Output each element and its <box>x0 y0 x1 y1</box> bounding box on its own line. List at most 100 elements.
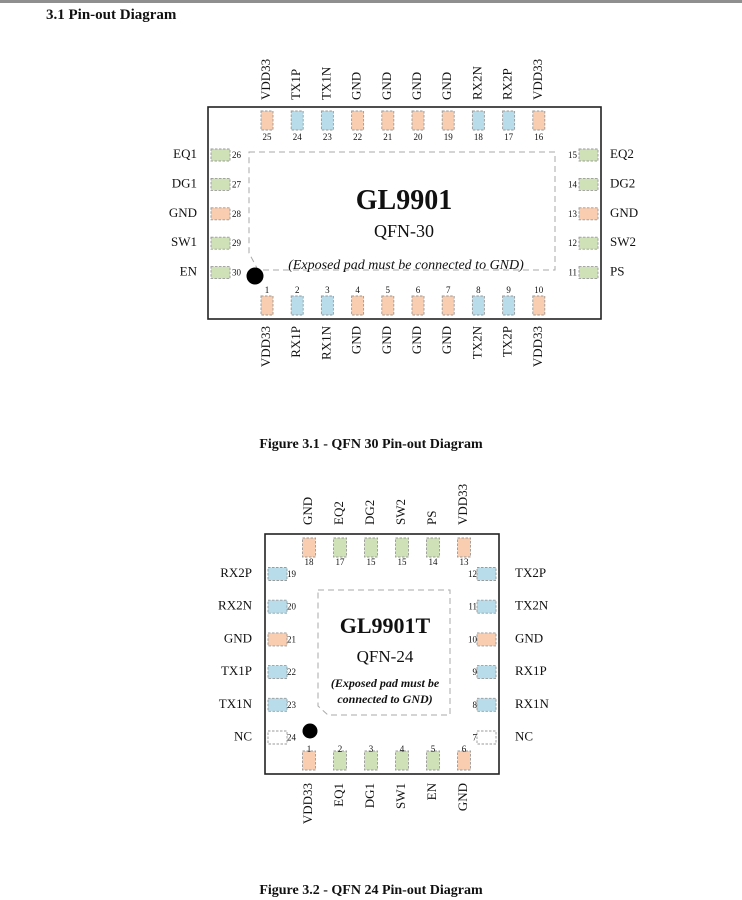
qfn24-pin-17-pad <box>333 537 347 558</box>
qfn30-pin-20-gnd-num: 20 <box>414 132 424 142</box>
qfn24-pin-2-eq1-name: EQ1 <box>331 783 346 807</box>
qfn24-pin-7-pad <box>476 730 497 745</box>
qfn30-pin-14-dg2-name: DG2 <box>610 175 635 190</box>
qfn24-pin-1-vdd33-num: 1 <box>307 744 312 754</box>
qfn24-pin-18-gnd-name: GND <box>300 497 315 525</box>
qfn30-pin-7-pad <box>441 295 455 316</box>
qfn24-pin-8-rx1n-name: RX1N <box>515 696 550 711</box>
qfn30-pin-16-vdd33-name: VDD33 <box>530 59 545 100</box>
qfn30-pin-26-eq1-num: 26 <box>232 150 242 160</box>
qfn24-pin-15-pad <box>364 537 378 558</box>
qfn24-pin-24-nc-num: 24 <box>287 733 297 743</box>
qfn24-pin-5-en-name: EN <box>424 782 439 800</box>
qfn24-chip-name: GL9901T <box>340 613 431 638</box>
qfn30-pin-28-gnd-name: GND <box>169 205 197 220</box>
qfn24-exposed-pad <box>317 589 451 716</box>
qfn24-pin-10-gnd-num: 10 <box>468 634 478 644</box>
qfn30-pin-11-pad <box>578 266 599 280</box>
qfn30-pin-15-eq2-name: EQ2 <box>610 146 634 161</box>
qfn24-pin-15-dg2-name: DG2 <box>362 500 377 525</box>
qfn24-pin-19-pad <box>267 567 288 581</box>
qfn24-pin-3-pad <box>364 750 378 771</box>
qfn30-pin-11-ps-num: 11 <box>568 268 577 278</box>
qfn24-pin-18-pad <box>302 537 316 558</box>
qfn30-pin-8-pad <box>471 295 485 316</box>
qfn24-pin-9-rx1p-num: 9 <box>473 667 478 677</box>
qfn30-pin-22-gnd-name: GND <box>349 72 364 100</box>
qfn30-pin-15-eq2-num: 15 <box>568 150 578 160</box>
qfn24-pin-3-dg1-name: DG1 <box>362 783 377 808</box>
qfn30-pin-24-tx1p-num: 24 <box>293 132 303 142</box>
qfn30-pin-25-vdd33-name: VDD33 <box>258 59 273 100</box>
qfn24-pin1-marker <box>302 723 318 739</box>
qfn30-pin-23-tx1n-num: 23 <box>323 132 333 142</box>
top-rule <box>0 0 742 3</box>
qfn30-pin-16-vdd33-num: 16 <box>534 132 544 142</box>
qfn30-pin1-marker <box>246 267 264 285</box>
qfn24-pin-8-pad <box>476 697 497 712</box>
qfn24-pins: 18GND17EQ215DG215SW214PS13VDD331VDD332EQ… <box>218 484 550 824</box>
qfn24-pin-5-en-num: 5 <box>431 744 436 754</box>
qfn24-pin-24-pad <box>267 730 288 745</box>
qfn24-note-line1: (Exposed pad must be <box>331 676 440 690</box>
section-title: 3.1 Pin-out Diagram <box>46 7 177 23</box>
qfn24-pin-6-pad <box>457 750 471 771</box>
qfn30-pin-22-pad <box>351 110 365 131</box>
qfn24-pin-4-sw1-name: SW1 <box>393 783 408 809</box>
qfn24-pin-2-pad <box>333 750 347 771</box>
qfn30-pin-12-pad <box>578 236 599 250</box>
qfn24-pin-18-gnd-num: 18 <box>305 557 315 567</box>
qfn30-pin-22-gnd-num: 22 <box>353 132 362 142</box>
qfn30-pin-30-en-num: 30 <box>232 268 242 278</box>
qfn24-pin-22-tx1p-name: TX1P <box>221 663 252 678</box>
figure-3-2-caption: Figure 3.2 - QFN 24 Pin-out Diagram <box>259 883 483 898</box>
qfn30-pin-20-gnd-name: GND <box>409 72 424 100</box>
qfn30-pin-25-pad <box>260 110 274 131</box>
qfn30-pin-21-pad <box>381 110 395 131</box>
qfn24-pin-7-nc-num: 7 <box>473 733 478 743</box>
qfn24-pin-15-pad <box>395 537 409 558</box>
qfn30-pin-2-rx1p-num: 2 <box>295 285 300 295</box>
qfn24-pin-3-dg1-num: 3 <box>369 744 374 754</box>
qfn24-pin-13-vdd33-name: VDD33 <box>455 484 470 525</box>
qfn24-pin-17-eq2-name: EQ2 <box>331 501 346 525</box>
qfn30-pin-18-rx2n-name: RX2N <box>469 65 484 100</box>
qfn30-pin-12-sw2-num: 12 <box>568 238 577 248</box>
qfn30-exposed-pad <box>248 151 556 271</box>
qfn30-pin-29-sw1-num: 29 <box>232 238 242 248</box>
qfn30-pin-9-pad <box>502 295 516 316</box>
qfn24-pin-11-tx2n-num: 11 <box>468 602 477 612</box>
qfn30-pin-5-pad <box>381 295 395 316</box>
qfn30-exposed-pad-note: (Exposed pad must be connected to GND) <box>288 258 524 273</box>
qfn24-pin-21-gnd-num: 21 <box>287 634 296 644</box>
qfn24-pin-20-pad <box>267 599 288 614</box>
qfn30-pin-5-gnd-name: GND <box>379 326 394 354</box>
qfn24-pin-6-gnd-num: 6 <box>462 744 467 754</box>
qfn30-pin-17-rx2p-num: 17 <box>504 132 514 142</box>
qfn30-pin-26-eq1-name: EQ1 <box>173 146 197 161</box>
qfn30-pin-27-dg1-name: DG1 <box>172 175 197 190</box>
qfn24-pin-23-tx1n-name: TX1N <box>219 696 253 711</box>
qfn24-pin-22-pad <box>267 665 288 680</box>
qfn30-pin-26-pad <box>210 148 231 162</box>
qfn30-pin-4-gnd-name: GND <box>349 326 364 354</box>
qfn24-pin-10-gnd-name: GND <box>515 630 543 645</box>
qfn30-pin-4-pad <box>351 295 365 316</box>
qfn24-pin-14-ps-num: 14 <box>429 557 439 567</box>
qfn24-pin-22-tx1p-num: 22 <box>287 667 296 677</box>
qfn24-pin-21-gnd-name: GND <box>224 630 252 645</box>
qfn24-pin-1-vdd33-name: VDD33 <box>300 783 315 824</box>
qfn30-pin-17-rx2p-name: RX2P <box>500 68 515 100</box>
qfn24-pin-20-rx2n-name: RX2N <box>218 598 253 613</box>
qfn30-pin-2-pad <box>290 295 304 316</box>
qfn30-pin-9-tx2p-num: 9 <box>506 285 511 295</box>
qfn30-pin-8-tx2n-num: 8 <box>476 285 481 295</box>
qfn24-pin-24-nc-name: NC <box>234 728 252 743</box>
qfn24-pin-2-eq1-num: 2 <box>338 744 343 754</box>
qfn30-pin-24-tx1p-name: TX1P <box>288 69 303 100</box>
qfn30-pin-1-pad <box>260 295 274 316</box>
qfn30-pin-24-pad <box>290 110 304 131</box>
qfn24-pin-14-pad <box>426 537 440 558</box>
qfn30-pin-6-gnd-num: 6 <box>416 285 421 295</box>
